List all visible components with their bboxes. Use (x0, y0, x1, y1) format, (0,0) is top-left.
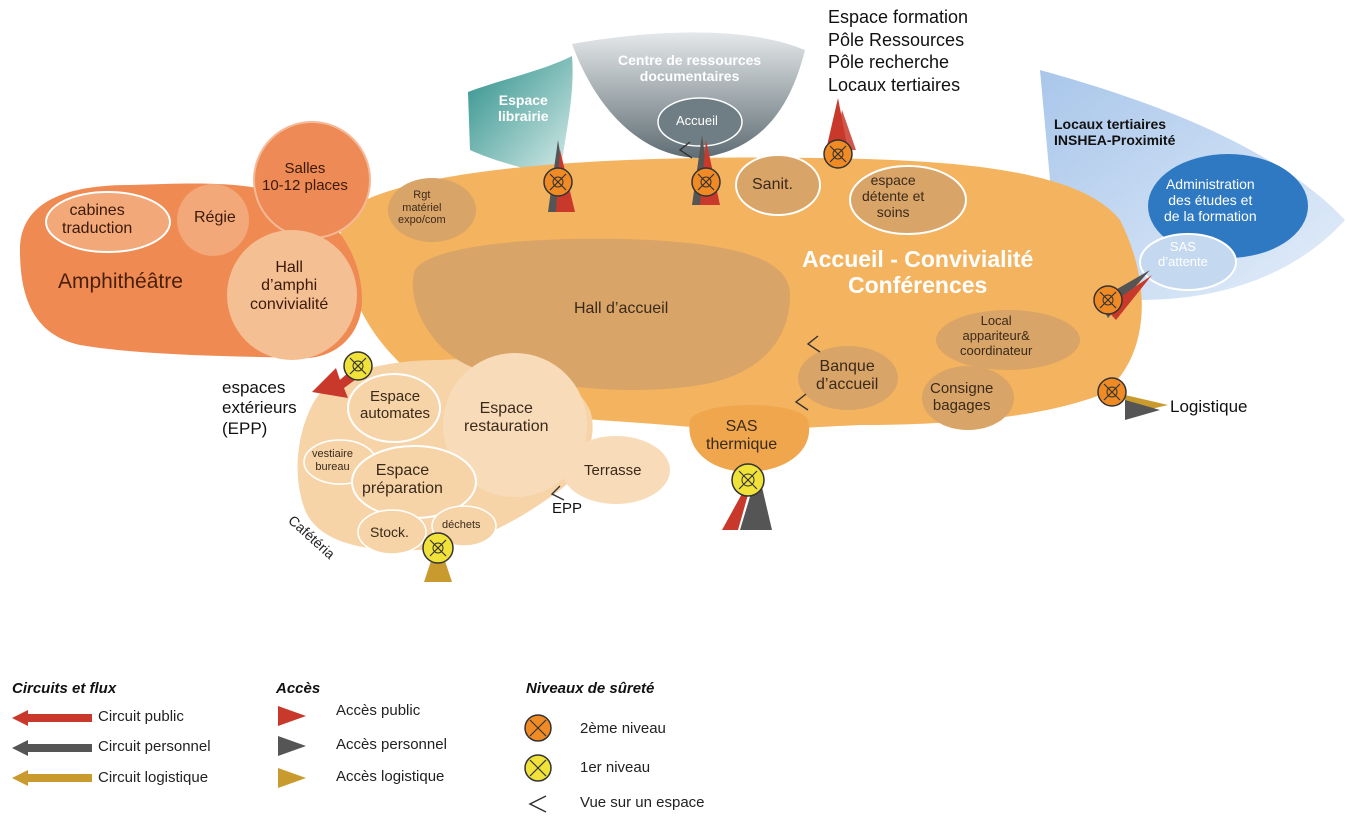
hall-accueil-core (412, 238, 790, 390)
banque-label: Banque d’accueil (816, 358, 879, 394)
security-level-1-icon (422, 532, 454, 564)
espace-preparation-label: Espace préparation (362, 462, 443, 498)
administration-label: Administration des études et de la forma… (1164, 176, 1257, 225)
administration-circle (1148, 154, 1308, 258)
legend-circuits-title: Circuits et flux (12, 680, 117, 697)
security-level-2-icon (543, 167, 573, 197)
legend-surete-title: Niveaux de sûreté (526, 680, 655, 697)
regie-label: Régie (194, 209, 236, 226)
accueil-crd-label: Accueil (676, 113, 718, 128)
legend-circuit-personnel-icon (12, 740, 92, 756)
security-level-1-icon (731, 463, 765, 497)
legend-niveau-1: 1er niveau (580, 759, 651, 776)
vestiaire-label: vestiaire bureau (312, 448, 353, 473)
hall-accueil-label: Hall d’accueil (574, 300, 669, 317)
regie-circle (177, 184, 249, 256)
terrasse-label: Terrasse (584, 462, 642, 479)
sanit-circle (735, 154, 821, 216)
espace-restauration-label: Espace restauration (464, 400, 549, 436)
view-icon (550, 141, 821, 501)
logistique-label: Logistique (1170, 397, 1248, 416)
security-level-2-icon (1093, 285, 1123, 315)
terrasse-circle (562, 436, 670, 504)
security-level-2-icon (823, 139, 853, 169)
rgt-label: Rgt matériel expo/com (398, 189, 446, 227)
legend-circuit-logistique: Circuit logistique (98, 769, 209, 786)
detente-circle (849, 165, 967, 235)
security-level-2-icon (691, 167, 721, 197)
cabines-circle (45, 191, 171, 253)
security-level-2-icon (1097, 377, 1127, 407)
stock-circle (357, 509, 427, 555)
espaces-exterieurs-label: espaces extérieurs (EPP) (222, 378, 297, 438)
sas-attente-label: SAS d’attente (1158, 239, 1208, 269)
security-level-1-icon (343, 351, 373, 381)
amphitheatre-label: Amphithéâtre (58, 270, 183, 293)
legend-acces-personnel: Accès personnel (336, 736, 447, 753)
espace-librairie-label: Espace librairie (498, 92, 549, 125)
hall-amphi-label: Hall d’amphi convivialité (250, 259, 329, 313)
accueil-title: Accueil - Convivialité Conférences (802, 246, 1034, 299)
locaux-inshea-label: Locaux tertiaires INSHEA-Proximité (1054, 116, 1176, 149)
espace-formation-label: Espace formation Pôle Ressources Pôle re… (828, 7, 969, 95)
rgt-circle (388, 178, 476, 242)
hall-amphi-circle (227, 230, 357, 360)
legend-circuit-logistique-icon (12, 770, 92, 786)
detente-label: espace détente et soins (862, 172, 925, 221)
sas-thermique-zone (689, 405, 810, 472)
legend-niveau-2: 2ème niveau (580, 720, 666, 737)
automates-circle (347, 373, 441, 443)
legend-acces-logistique: Accès logistique (336, 768, 445, 785)
legend-acces-title: Accès (276, 680, 321, 697)
sanit-label: Sanit. (752, 176, 793, 193)
dechets-label: déchets (442, 519, 481, 531)
legend-vue: Vue sur un espace (580, 794, 705, 811)
local-label: Local appariteur& coordinateur (960, 313, 1033, 358)
legend-view-icon (528, 795, 547, 813)
legend-acces-logistique-icon (278, 768, 306, 788)
centre-ressources-zone (572, 32, 805, 158)
espace-automates-label: Espace automates (360, 388, 431, 423)
legend-circuit-personnel: Circuit personnel (98, 738, 211, 755)
centre-ressources-label: Centre de ressources documentaires (618, 52, 762, 85)
legend-level-2-icon (524, 714, 552, 742)
sas-thermique-label: SAS thermique (706, 418, 778, 454)
access-arrow-icon (1125, 395, 1168, 420)
consigne-circle (922, 366, 1014, 430)
epp-label: EPP (552, 500, 583, 517)
legend-acces-personnel-icon (278, 736, 306, 756)
local-circle (936, 310, 1080, 370)
legend-acces-public-icon (278, 706, 306, 726)
espace-librairie-zone (468, 56, 573, 175)
restauration-circle (443, 353, 587, 497)
cabines-label: cabines traduction (62, 202, 133, 238)
legend-level-1-icon (524, 754, 552, 782)
banque-circle (798, 346, 898, 410)
sas-attente-circle (1139, 233, 1237, 291)
legend-circuit-public: Circuit public (98, 708, 184, 725)
salles-label: Salles 10-12 places (262, 160, 348, 195)
stock-label: Stock. (370, 524, 409, 540)
consigne-label: Consigne bagages (930, 380, 994, 415)
legend-acces-public: Accès public (336, 702, 421, 719)
legend-circuit-public-icon (12, 710, 92, 726)
accueil-crd-circle (657, 97, 743, 147)
